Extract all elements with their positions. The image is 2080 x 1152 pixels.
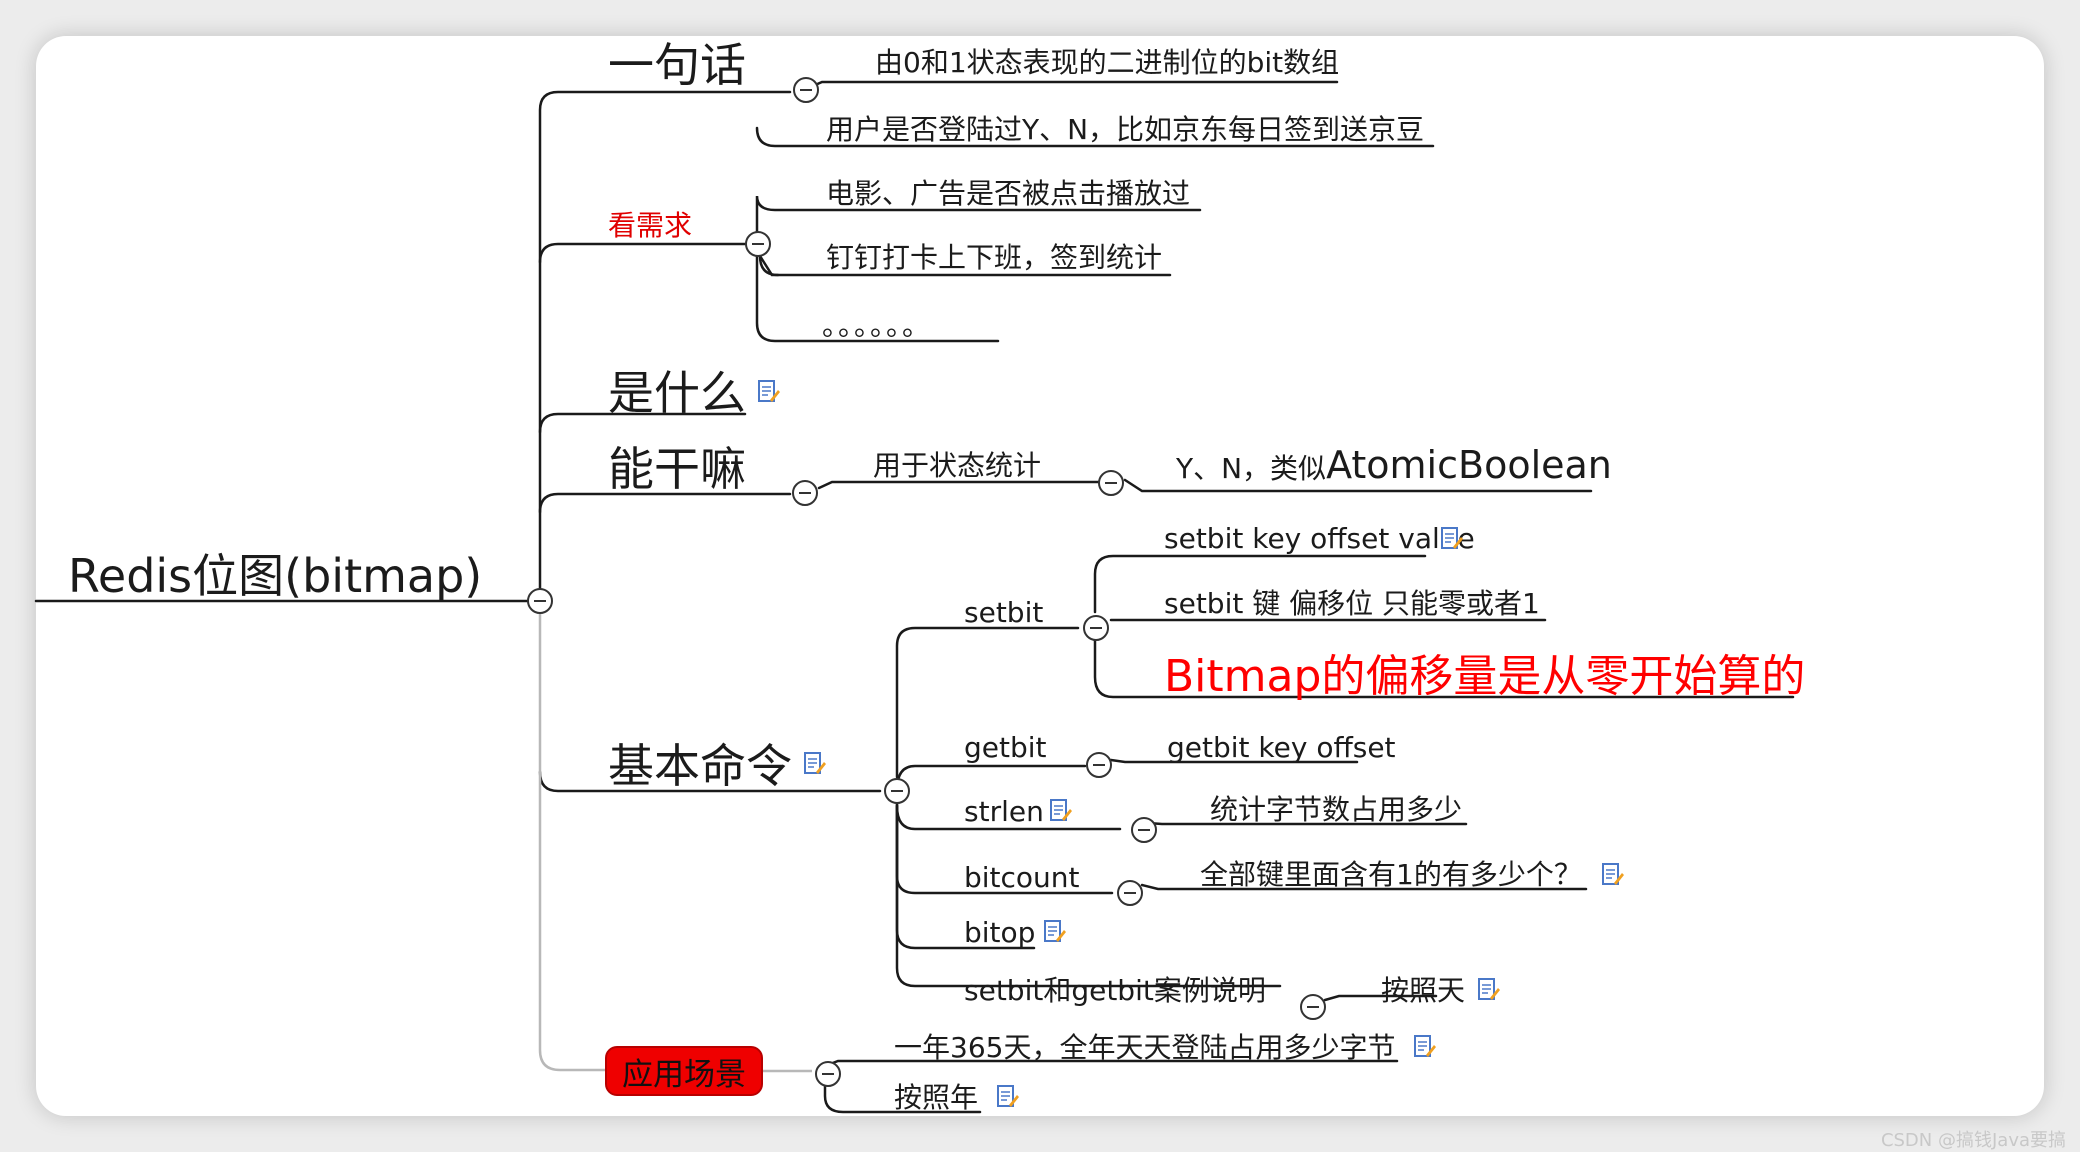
kanxuqiu-item-4[interactable]: 。。。。。。 — [822, 309, 933, 342]
nenganma-grandchild[interactable]: Y、N，类似AtomicBoolean — [1176, 446, 1612, 484]
note-icon[interactable] — [804, 752, 826, 776]
jibenmingling-collapse-toggle-icon[interactable] — [884, 778, 910, 804]
atomic-main: AtomicBoolean — [1326, 443, 1612, 487]
branch-yingyong-badge[interactable]: 应用场景 — [605, 1046, 763, 1096]
note-icon[interactable] — [1414, 1035, 1436, 1059]
branch-shishenme[interactable]: 是什么 — [608, 366, 746, 420]
note-icon[interactable] — [1044, 920, 1066, 944]
yingyong-collapse-toggle-icon[interactable] — [815, 1061, 841, 1087]
note-icon[interactable] — [1050, 799, 1072, 823]
note-icon[interactable] — [758, 380, 780, 404]
note-icon[interactable] — [997, 1085, 1019, 1109]
nenganma-child[interactable]: 用于状态统计 — [873, 449, 1042, 482]
cmd-getbit[interactable]: getbit — [964, 731, 1047, 764]
cmd-setbit[interactable]: setbit — [964, 596, 1044, 629]
yingyong-item-1[interactable]: 一年365天，全年天天登陆占用多少字节 — [894, 1031, 1396, 1064]
note-icon[interactable] — [1602, 863, 1624, 887]
mindmap-card — [36, 36, 2044, 1116]
kanxuqiu-item-1[interactable]: 用户是否登陆过Y、N，比如京东每日签到送京豆 — [826, 113, 1425, 146]
atomic-prefix: Y、N，类似 — [1176, 452, 1327, 485]
cmd-strlen[interactable]: strlen — [964, 795, 1044, 828]
example-child[interactable]: 按照天 — [1381, 974, 1466, 1007]
kanxuqiu-collapse-toggle-icon[interactable] — [745, 231, 771, 257]
cmd-example[interactable]: setbit和getbit案例说明 — [964, 974, 1266, 1007]
strlen-collapse-toggle-icon[interactable] — [1131, 817, 1157, 843]
watermark: CSDN @搞钱Java要搞 — [1880, 1130, 2066, 1151]
branch-kanxuqiu[interactable]: 看需求 — [608, 209, 693, 242]
yijuhua-collapse-toggle-icon[interactable] — [793, 77, 819, 103]
cmd-bitcount[interactable]: bitcount — [964, 861, 1080, 894]
yingyong-item-2[interactable]: 按照年 — [894, 1081, 979, 1114]
setbit-collapse-toggle-icon[interactable] — [1083, 615, 1109, 641]
setbit-offset-note[interactable]: Bitmap的偏移量是从零开始算的 — [1164, 651, 1806, 702]
branch-yijuhua[interactable]: 一句话 — [608, 38, 746, 92]
cmd-bitop[interactable]: bitop — [964, 916, 1036, 949]
note-icon[interactable] — [1478, 978, 1500, 1002]
root-collapse-toggle-icon[interactable] — [527, 588, 553, 614]
setbit-explain[interactable]: setbit 键 偏移位 只能零或者1 — [1164, 587, 1540, 620]
note-icon[interactable] — [1441, 527, 1463, 551]
nenganma-collapse-toggle-icon[interactable] — [792, 480, 818, 506]
strlen-explain[interactable]: 统计字节数占用多少 — [1210, 793, 1463, 826]
getbit-syntax[interactable]: getbit key offset — [1167, 731, 1396, 764]
root-node[interactable]: Redis位图(bitmap) — [68, 549, 483, 603]
kanxuqiu-item-2[interactable]: 电影、广告是否被点击播放过 — [826, 177, 1191, 210]
bitcount-explain[interactable]: 全部键里面含有1的有多少个？ — [1200, 858, 1582, 891]
nenganma-child-collapse-toggle-icon[interactable] — [1098, 470, 1124, 496]
bitcount-collapse-toggle-icon[interactable] — [1117, 880, 1143, 906]
setbit-syntax[interactable]: setbit key offset value — [1164, 522, 1475, 555]
yijuhua-definition[interactable]: 由0和1状态表现的二进制位的bit数组 — [875, 46, 1340, 79]
example-collapse-toggle-icon[interactable] — [1300, 994, 1326, 1020]
getbit-collapse-toggle-icon[interactable] — [1086, 752, 1112, 778]
branch-jibenmingling[interactable]: 基本命令 — [608, 739, 792, 793]
kanxuqiu-item-3[interactable]: 钉钉打卡上下班，签到统计 — [826, 241, 1163, 274]
branch-nenganma[interactable]: 能干嘛 — [608, 442, 746, 496]
